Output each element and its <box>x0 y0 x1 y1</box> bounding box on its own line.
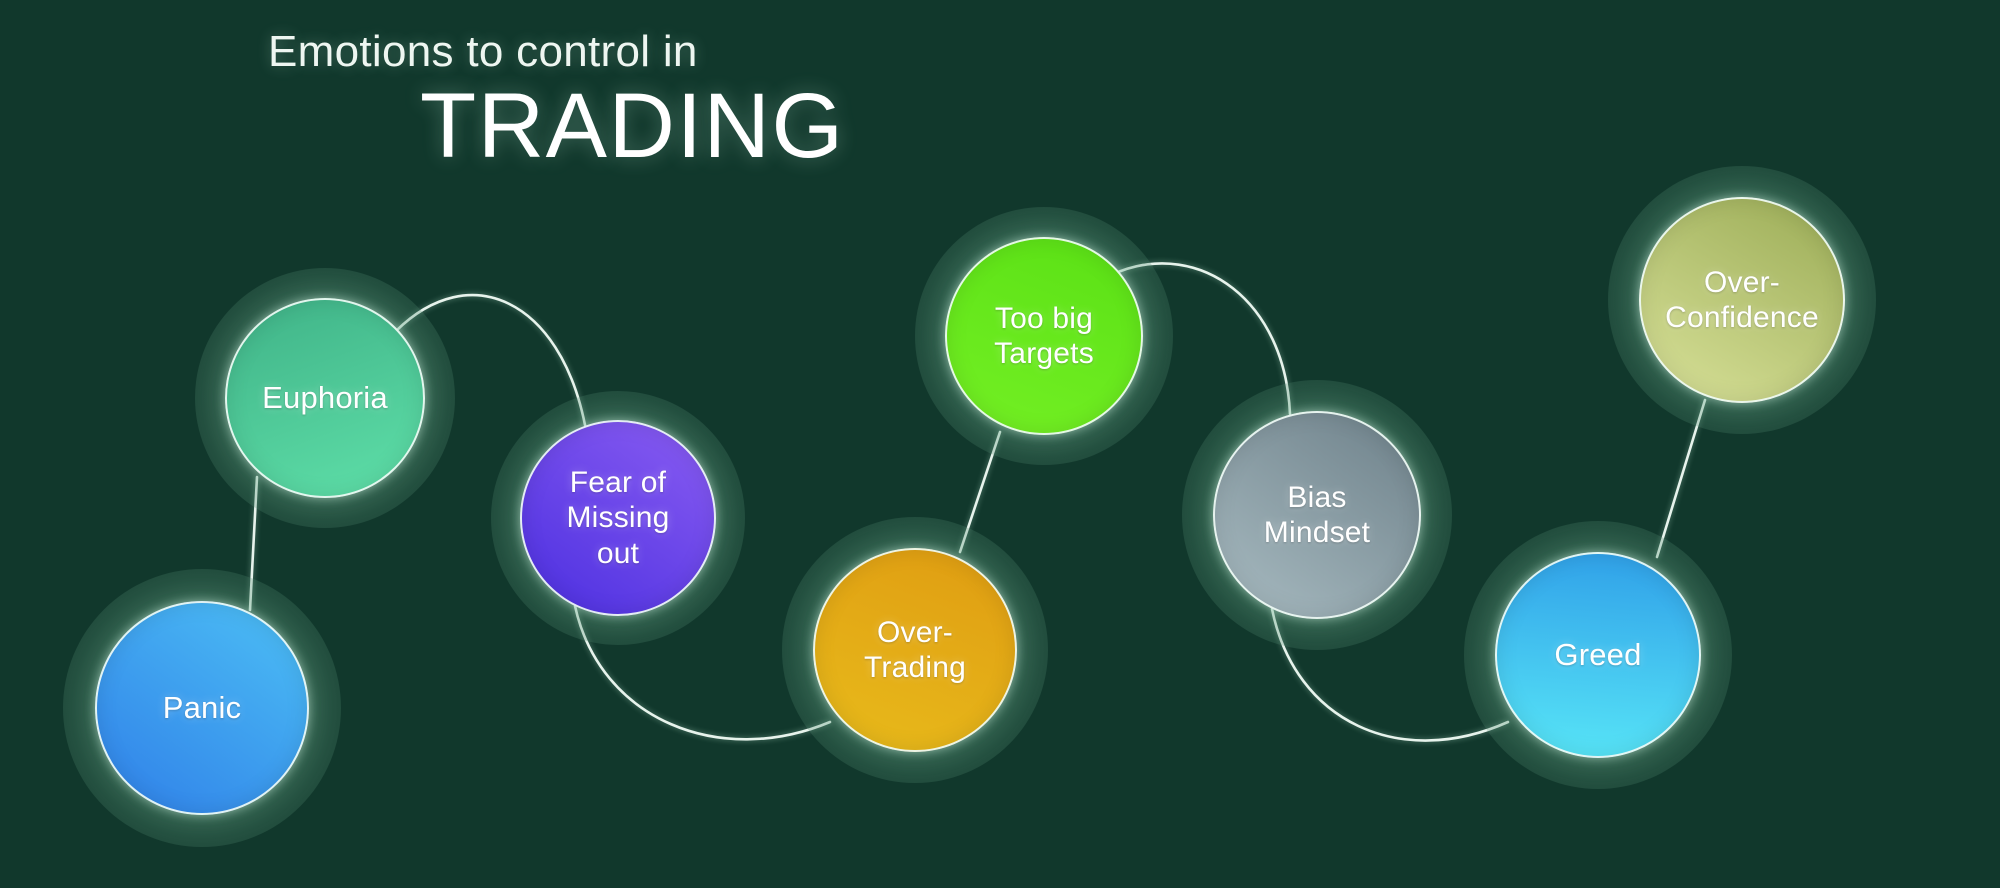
node-disc-panic[interactable]: Panic <box>95 601 309 815</box>
node-label-line: Euphoria <box>262 379 388 415</box>
connector-euphoria-fomo <box>394 293 587 427</box>
connector-bias-greed <box>1270 607 1510 742</box>
node-label-line: Greed <box>1554 636 1642 672</box>
title-subtitle: Emotions to control in <box>268 27 698 76</box>
node-label-euphoria: Euphoria <box>256 380 394 416</box>
node-label-line: Over- <box>876 615 953 649</box>
connector-over-trading-too-big <box>958 430 1002 554</box>
connector-fomo-over-trading <box>573 604 832 741</box>
title-block: Emotions to control in TRADING <box>268 30 845 174</box>
node-label-line: Fear of <box>569 466 667 500</box>
node-label-over-confidence: Over-Confidence <box>1659 265 1825 335</box>
node-disc-over-confidence[interactable]: Over-Confidence <box>1639 197 1845 403</box>
node-label-panic: Panic <box>157 690 248 726</box>
node-label-line: Over- <box>1704 265 1780 299</box>
node-label-line: Trading <box>863 651 966 684</box>
node-label-line: Too big <box>994 301 1094 335</box>
node-label-line: out <box>596 536 640 570</box>
connector-too-big-bias <box>1116 262 1292 416</box>
node-label-line: Panic <box>162 689 242 725</box>
node-label-line: Mindset <box>1263 516 1371 549</box>
node-label-line: Confidence <box>1665 301 1819 334</box>
node-disc-greed[interactable]: Greed <box>1495 552 1701 758</box>
node-disc-euphoria[interactable]: Euphoria <box>225 298 425 498</box>
node-label-greed: Greed <box>1548 637 1647 673</box>
node-disc-over-trading[interactable]: Over-Trading <box>813 548 1017 752</box>
node-label-over-trading: Over-Trading <box>858 615 972 685</box>
node-label-line: Targets <box>994 337 1094 370</box>
page-title: TRADING <box>420 75 845 177</box>
node-label-line: Bias <box>1287 480 1347 514</box>
node-label-line: Missing <box>566 501 670 535</box>
connector-greed-over-confidence <box>1655 398 1707 559</box>
connector-euphoria-panic <box>248 475 259 612</box>
